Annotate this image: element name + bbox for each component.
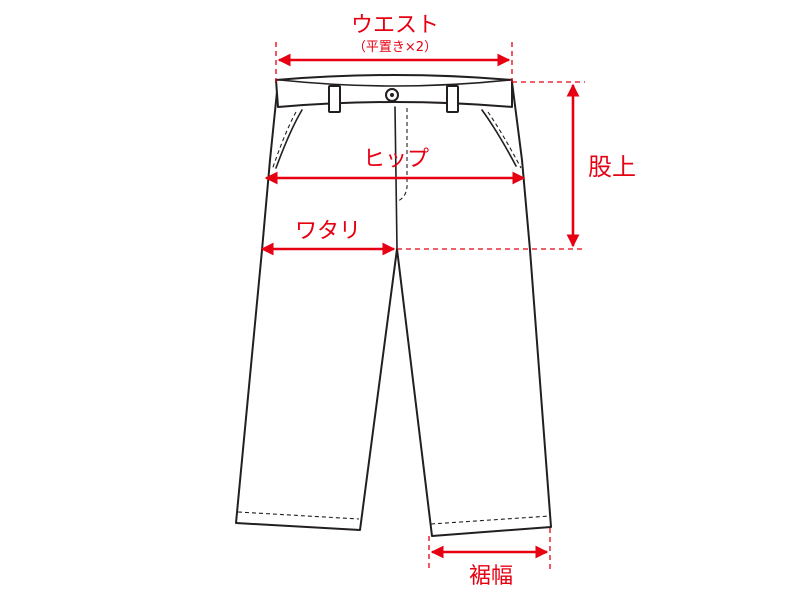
pants-illustration xyxy=(235,74,552,537)
waist-button-center xyxy=(390,93,394,97)
hem-left-stitch xyxy=(237,511,360,520)
measurement-arrows xyxy=(260,53,580,559)
pocket-right xyxy=(481,109,517,167)
pants-body xyxy=(235,81,552,537)
thigh-label: ワタリ xyxy=(295,219,361,244)
waist-label: ウエスト xyxy=(351,13,439,38)
hem-right-stitch xyxy=(430,515,551,525)
pocket-left xyxy=(275,109,303,169)
hip-label: ヒップ xyxy=(363,147,429,172)
pocket-right-stitch xyxy=(487,111,522,169)
belt-loop-right xyxy=(446,85,459,113)
waist-note-label: （平置き×2） xyxy=(353,40,437,55)
hem-label: 裾幅 xyxy=(469,564,513,589)
measurement-guides xyxy=(275,42,585,570)
measurement-labels: ウエスト （平置き×2） ヒップ ワタリ 股上 裾幅 xyxy=(295,13,636,589)
fly-stitch xyxy=(397,108,408,202)
belt-loop-left xyxy=(328,85,341,113)
pocket-left-stitch xyxy=(271,111,297,171)
rise-label: 股上 xyxy=(588,153,636,181)
waistband-top-ellipse xyxy=(279,79,511,87)
